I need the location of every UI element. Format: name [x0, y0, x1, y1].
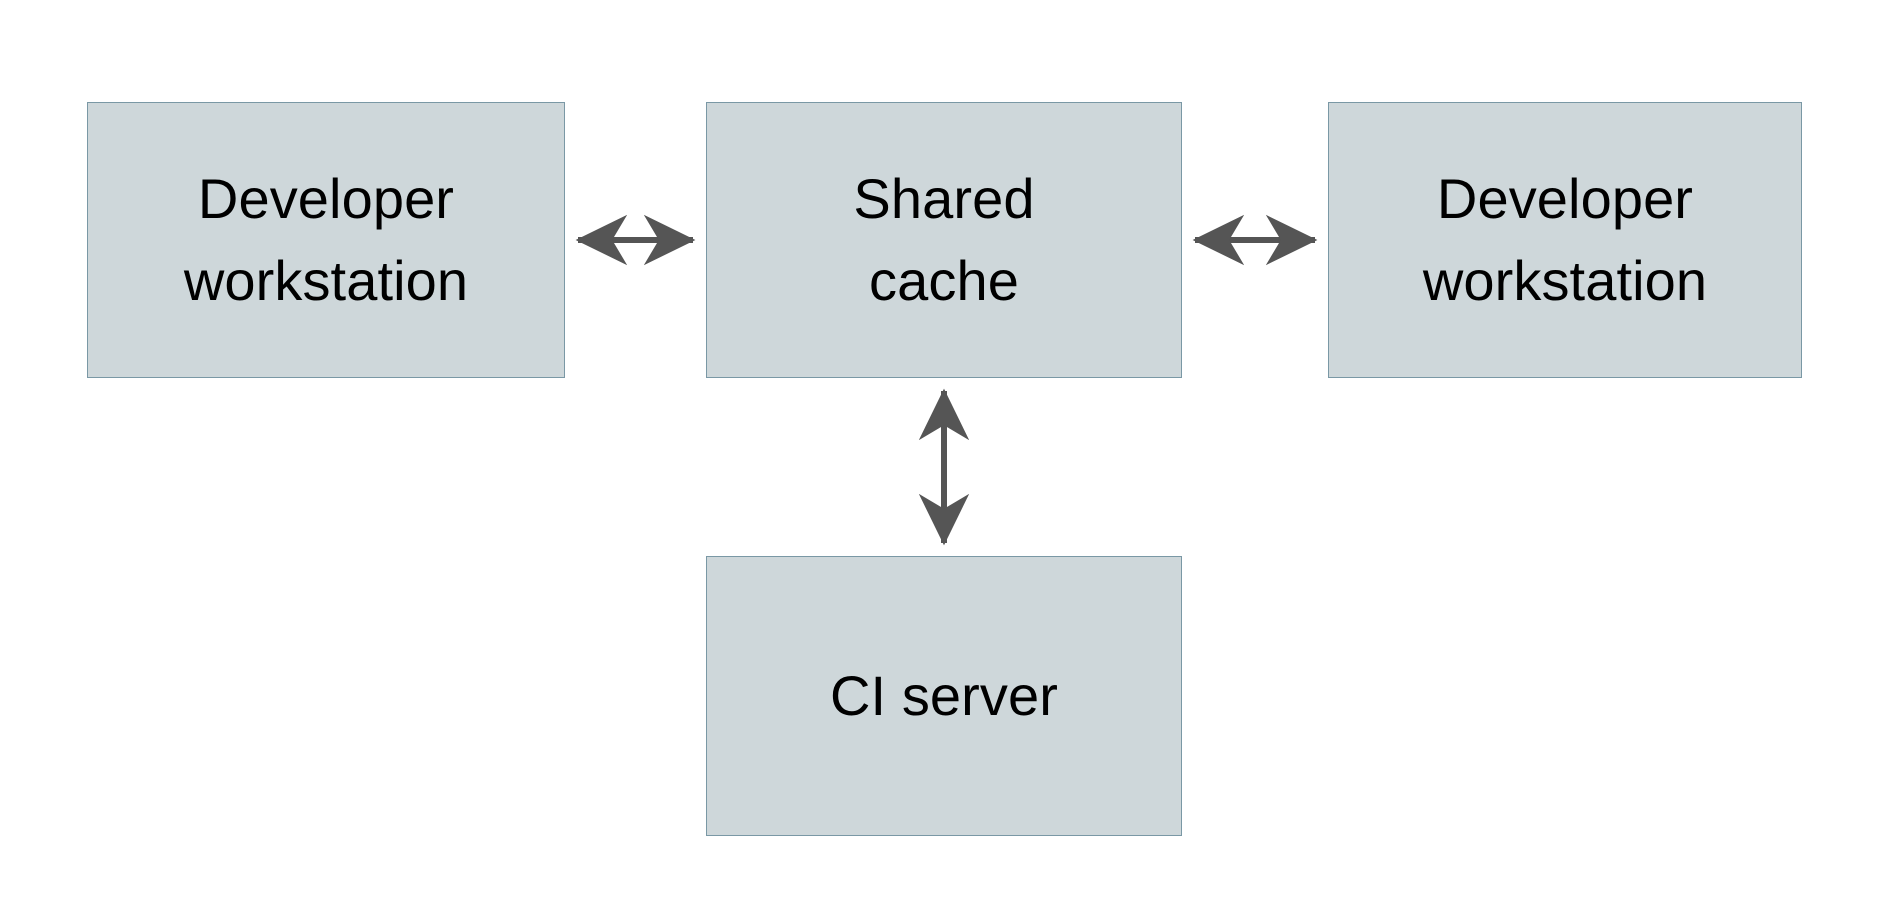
node-label: Shared cache: [853, 167, 1035, 312]
node-developer-workstation-left[interactable]: Developer workstation: [87, 102, 565, 378]
node-label: Developer workstation: [183, 167, 469, 312]
node-label: Developer workstation: [1422, 167, 1708, 312]
node-label: CI server: [829, 664, 1059, 728]
node-shared-cache[interactable]: Shared cache: [706, 102, 1182, 378]
node-developer-workstation-right[interactable]: Developer workstation: [1328, 102, 1802, 378]
node-ci-server[interactable]: CI server: [706, 556, 1182, 836]
